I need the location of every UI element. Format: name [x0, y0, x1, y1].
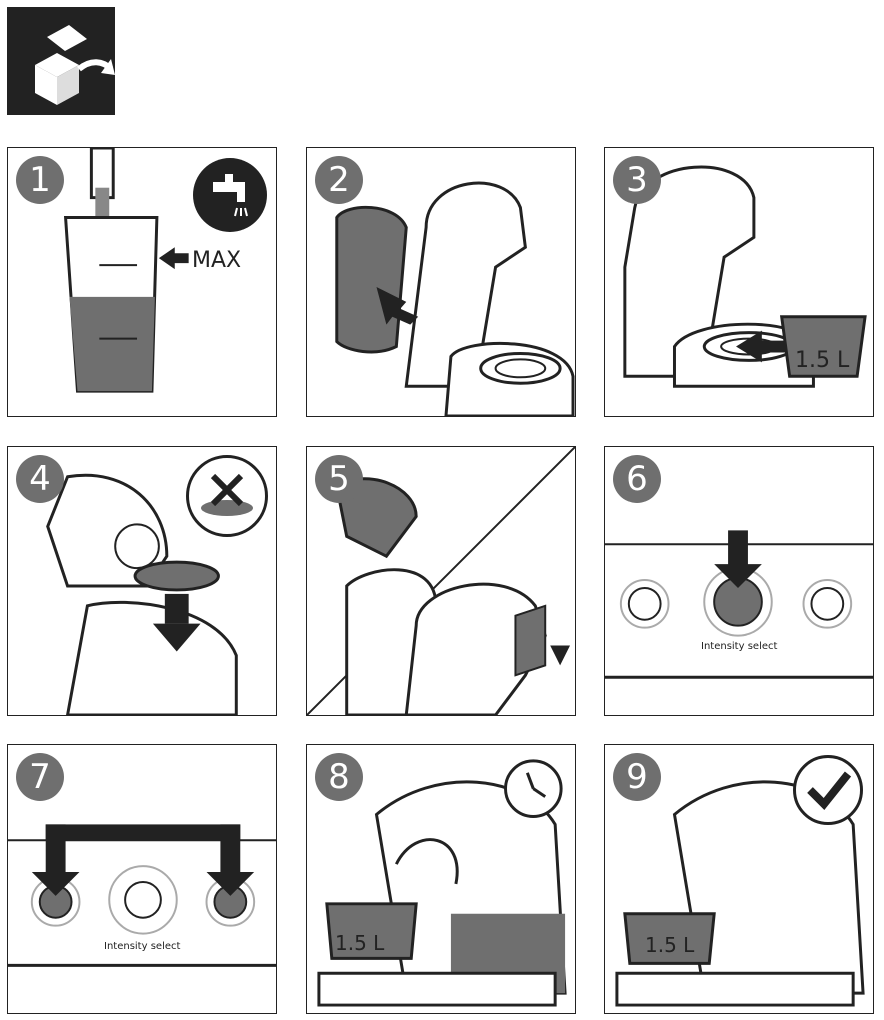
volume-label: 1.5 L [795, 348, 850, 373]
intensity-select-label: Intensity select [104, 941, 181, 952]
step-number-badge: 9 [613, 753, 661, 801]
step-number-badge: 5 [315, 455, 363, 503]
step-number-badge: 3 [613, 156, 661, 204]
step-1-panel: 1 MAX [7, 147, 277, 417]
step-6-panel: 6 Intensity select [604, 446, 874, 716]
step-number-badge: 7 [16, 753, 64, 801]
step-3-panel: 3 1.5 L [604, 147, 874, 417]
unpack-box-icon [7, 7, 115, 115]
remove-tank-illustration [335, 181, 575, 416]
measure-water-illustration [623, 165, 867, 388]
step-9-panel: 9 1.5 L [604, 744, 874, 1014]
step-number-badge: 2 [315, 156, 363, 204]
close-lid-illustration [307, 447, 575, 715]
step-number-badge: 8 [315, 753, 363, 801]
intensity-select-label: Intensity select [701, 641, 778, 652]
step-number-badge: 4 [16, 455, 64, 503]
checkmark-icon [793, 755, 863, 825]
step-7-panel: 7 Intensity select [7, 744, 277, 1014]
step-4-panel: 4 [7, 446, 277, 716]
press-both-buttons-illustration [8, 824, 276, 967]
step-2-panel: 2 [306, 147, 576, 417]
step-8-panel: 8 1.5 L [306, 744, 576, 1014]
flush-complete-illustration [615, 780, 865, 1007]
water-tank-fill-illustration [63, 148, 189, 393]
flush-system-illustration [317, 759, 567, 1007]
step-5-panel: 5 [306, 446, 576, 716]
volume-label: 1.5 L [645, 933, 695, 957]
insert-pod-holder-illustration [46, 473, 238, 715]
step-number-badge: 1 [16, 156, 64, 204]
volume-label: 1.5 L [335, 931, 385, 955]
max-level-label: MAX [192, 248, 242, 273]
power-on-illustration [605, 530, 873, 679]
step-number-badge: 6 [613, 455, 661, 503]
no-pod-icon [186, 455, 268, 537]
tap-water-icon [193, 158, 267, 232]
